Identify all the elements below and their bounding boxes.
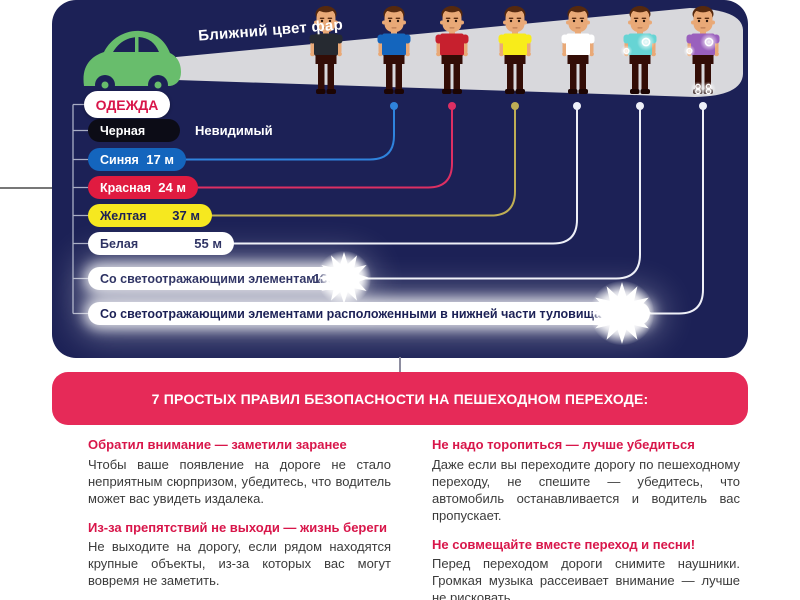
legend-row-7: Со светоотражающими элементами расположе… bbox=[88, 302, 650, 325]
car-icon bbox=[83, 30, 181, 95]
clothing-label: Черная bbox=[100, 123, 146, 138]
connector-dot bbox=[511, 102, 519, 110]
pedestrian-blue-shirt bbox=[377, 6, 411, 94]
connector-dot bbox=[573, 102, 581, 110]
pedestrian-reflective-lower bbox=[683, 6, 720, 97]
rules-banner: 7 ПРОСТЫХ ПРАВИЛ БЕЗОПАСНОСТИ НА ПЕШЕХОД… bbox=[52, 372, 748, 425]
clothing-label: Со светоотражающими элементами bbox=[100, 271, 324, 286]
pedestrian-black-shirt bbox=[309, 6, 343, 94]
legend-row-3: Красная 24 м bbox=[88, 176, 198, 199]
pedestrian-white-shirt bbox=[561, 6, 595, 94]
rule-body: Перед переходом дороги снимите наушники.… bbox=[432, 556, 740, 600]
clothing-pill: Синяя 17 м bbox=[88, 148, 186, 171]
connector-dot bbox=[699, 102, 707, 110]
legend-row-4: Желтая 37 м bbox=[88, 204, 212, 227]
pedestrian-red-shirt bbox=[435, 6, 469, 94]
distance-value: 55 м bbox=[194, 236, 222, 251]
pedestrian-reflective-shirt bbox=[620, 6, 657, 94]
distance-connector-line bbox=[228, 106, 578, 245]
rule-block: Не совмещайте вместе переход и песни! Пер… bbox=[432, 537, 740, 600]
pedestrian-yellow-shirt bbox=[498, 6, 532, 94]
connector-dot bbox=[390, 102, 398, 110]
rule-heading: Не совмещайте вместе переход и песни! bbox=[432, 536, 696, 552]
distance-value: 400 м bbox=[603, 306, 638, 321]
distance-value: Невидимый bbox=[195, 123, 273, 138]
rule-body: Даже если вы переходите дорогу по пешехо… bbox=[432, 456, 740, 523]
clothing-pill: Желтая 37 м bbox=[88, 204, 212, 227]
rule-heading: Обратил внимание — заметили заранее bbox=[88, 437, 347, 452]
distance-connector-line bbox=[192, 106, 453, 189]
rule-block: Из-за препятствий не выходи — жизнь бере… bbox=[88, 520, 391, 590]
legend-row-1: Черная Невидимый bbox=[88, 119, 273, 142]
left-edge-connector-line bbox=[0, 187, 52, 189]
distance-connector-line bbox=[206, 106, 516, 217]
distance-value: 24 м bbox=[158, 180, 186, 195]
clothing-pill: Черная bbox=[88, 119, 180, 142]
rule-heading: Из-за препятствий не выходи — жизнь бере… bbox=[88, 519, 387, 535]
rule-body: Не выходите на дорогу, если рядом находя… bbox=[88, 539, 391, 588]
clothing-label: Желтая bbox=[100, 208, 147, 223]
clothing-pill: Со светоотражающими элементами расположе… bbox=[88, 302, 650, 325]
clothes-legend-title: ОДЕЖДА bbox=[84, 91, 170, 118]
clothing-label: Красная bbox=[100, 180, 151, 195]
clothing-label: Со светоотражающими элементами расположе… bbox=[100, 306, 602, 321]
distance-connector-line bbox=[612, 106, 704, 315]
legend-row-2: Синяя 17 м bbox=[88, 148, 186, 171]
clothing-label: Белая bbox=[100, 236, 139, 251]
rule-heading: Не надо торопиться — лучше убедиться bbox=[432, 437, 695, 452]
rules-banner-title: 7 ПРОСТЫХ ПРАВИЛ БЕЗОПАСНОСТИ НА ПЕШЕХОД… bbox=[151, 390, 649, 407]
clothing-pill: Белая 55 м bbox=[88, 232, 234, 255]
connector-dot bbox=[448, 102, 456, 110]
distance-value: 17 м bbox=[146, 152, 174, 167]
distance-connector-line bbox=[317, 106, 641, 280]
clothing-label: Синяя bbox=[100, 152, 139, 167]
scene-graphic bbox=[72, 6, 743, 315]
clothing-pill: Красная 24 м bbox=[88, 176, 198, 199]
distance-value: 130 м bbox=[313, 271, 348, 286]
distance-value: 37 м bbox=[172, 208, 200, 223]
rule-body: Чтобы ваше появление на дороге не стало … bbox=[88, 456, 391, 506]
panel-banner-connector bbox=[399, 357, 401, 373]
distance-connector-line bbox=[180, 106, 395, 161]
connector-dot bbox=[636, 102, 644, 110]
legend-row-5: Белая 55 м bbox=[88, 232, 234, 255]
legend-guide-lines bbox=[72, 103, 88, 315]
